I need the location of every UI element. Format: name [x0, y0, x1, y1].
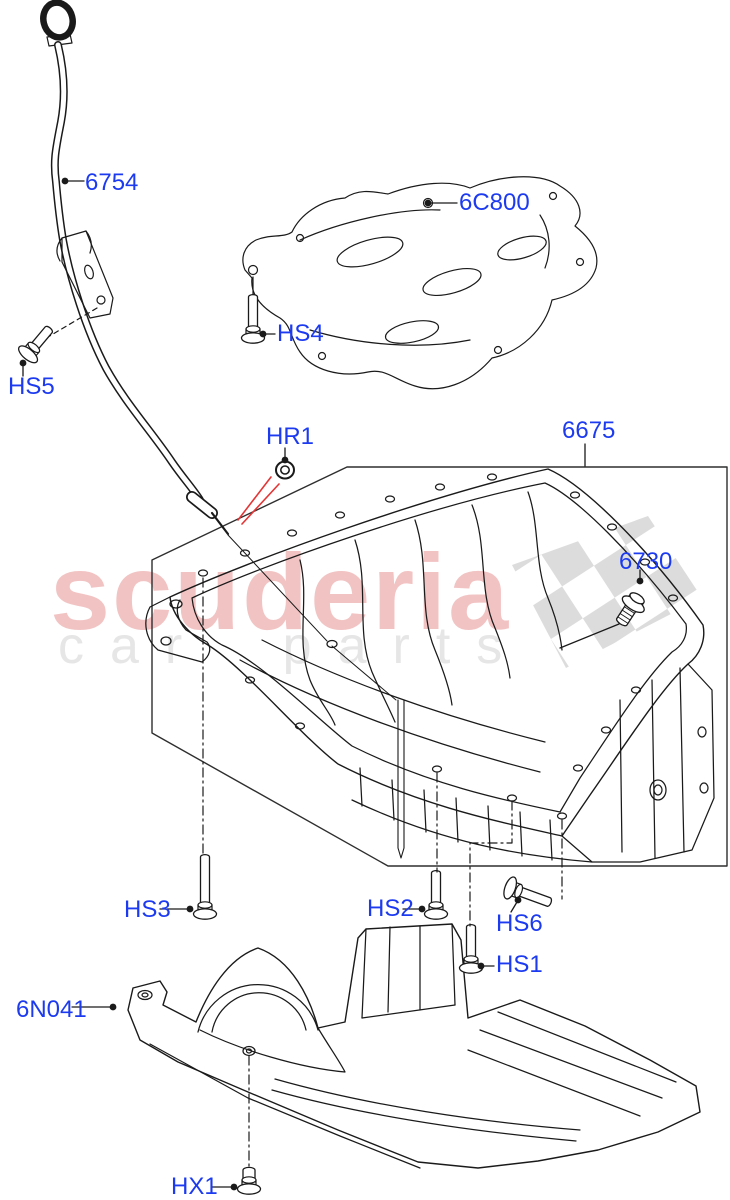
bolt-hx1 — [236, 1166, 262, 1195]
oil-pan-drawing — [145, 468, 715, 863]
part-label-6754[interactable]: 6754 — [85, 169, 139, 196]
part-label-6675[interactable]: 6675 — [562, 417, 616, 444]
part-label-hs2[interactable]: HS2 — [367, 895, 414, 922]
part-label-6730[interactable]: 6730 — [619, 548, 673, 575]
part-label-6c800[interactable]: 6C800 — [459, 189, 530, 216]
assembly-centerlines — [202, 577, 563, 1167]
dipstick-drawing — [40, 0, 230, 536]
leader-dots — [19, 177, 644, 1191]
callout-box — [151, 466, 728, 867]
bolt-hs3 — [192, 853, 218, 920]
part-label-hr1[interactable]: HR1 — [266, 423, 315, 450]
bolt-hs5 — [15, 324, 55, 367]
sump-cover-drawing — [127, 923, 701, 1169]
windage-tray-drawing — [242, 176, 598, 390]
part-label-hs1[interactable]: HS1 — [496, 951, 543, 978]
red-insertion-arrow — [237, 476, 280, 525]
dipstick-guide-line — [227, 534, 397, 701]
drain-plug-drawing — [615, 592, 645, 627]
part-label-hs5[interactable]: HS5 — [8, 373, 55, 400]
part-label-hx1[interactable]: HX1 — [171, 1173, 218, 1200]
dipstick-bracket-drawing — [47, 230, 114, 338]
bolt-hs6 — [500, 874, 554, 908]
watermark-brand-text: scuderia — [50, 531, 511, 652]
part-label-6n041[interactable]: 6N041 — [16, 996, 87, 1023]
bolt-hs2 — [423, 869, 449, 920]
leader-lines — [22, 180, 641, 1188]
watermark-checkered-flag — [512, 516, 702, 668]
part-label-hs6[interactable]: HS6 — [496, 910, 543, 937]
part-label-hs3[interactable]: HS3 — [124, 896, 171, 923]
o-ring-drawing — [275, 460, 295, 480]
part-label-hs4[interactable]: HS4 — [277, 320, 324, 347]
